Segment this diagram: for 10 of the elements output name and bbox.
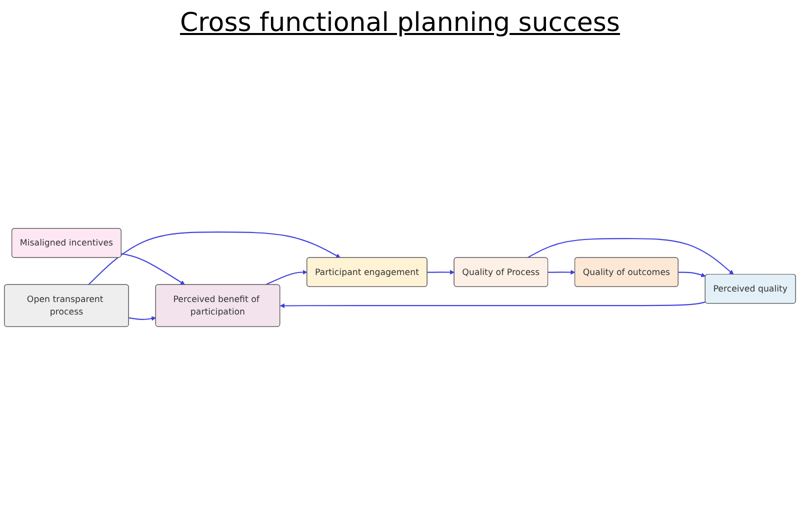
arrow bbox=[121, 252, 186, 284]
diagram-title: Cross functional planning success bbox=[179, 8, 621, 38]
arrow bbox=[548, 269, 576, 274]
arrow bbox=[128, 316, 156, 320]
arrow bbox=[678, 271, 706, 277]
arrow bbox=[88, 231, 341, 285]
arrow bbox=[280, 300, 706, 308]
arrow bbox=[427, 269, 455, 274]
arrow bbox=[527, 238, 734, 274]
arrow bbox=[265, 269, 308, 285]
